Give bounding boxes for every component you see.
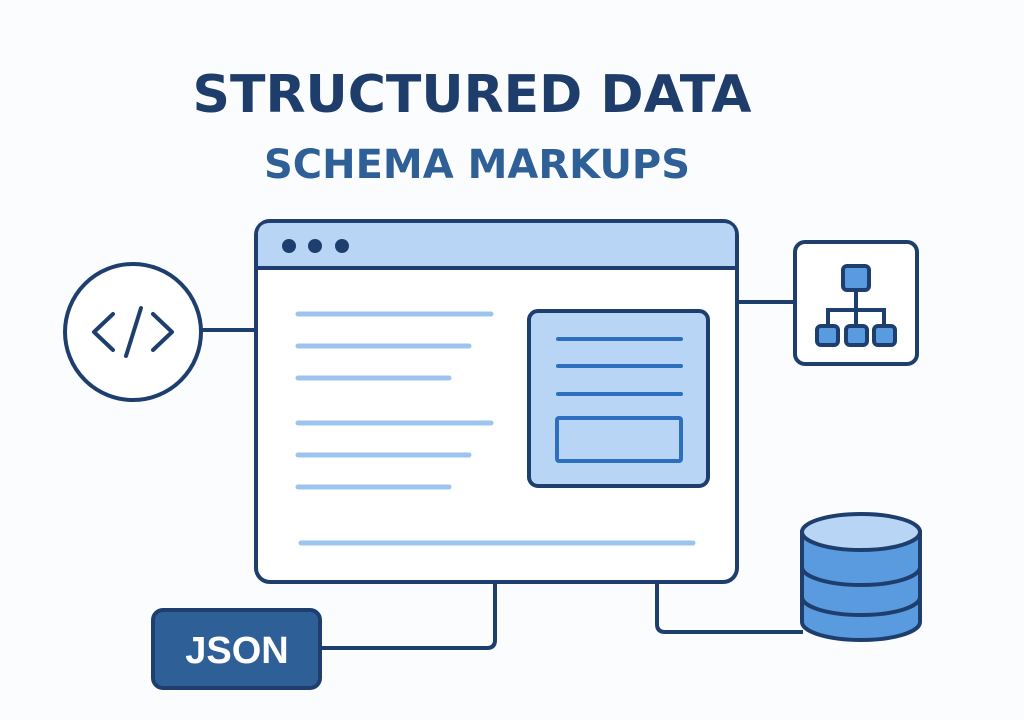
database-icon <box>800 512 922 642</box>
window-dot-icon <box>308 239 322 253</box>
page-subtitle: SCHEMA MARKUPS <box>264 142 690 188</box>
hierarchy-icon <box>793 240 919 366</box>
browser-titlebar <box>258 223 735 268</box>
json-label: JSON <box>185 630 288 672</box>
window-dot-icon <box>335 239 349 253</box>
connectors <box>201 300 803 650</box>
code-icon <box>63 262 203 402</box>
schema-card <box>527 309 710 488</box>
window-dot-icon <box>282 239 296 253</box>
text-placeholder-lines <box>295 311 696 546</box>
page-title: STRUCTURED DATA <box>193 65 752 125</box>
connector-database <box>655 582 803 634</box>
card-field <box>555 416 683 463</box>
connector-json <box>320 582 497 650</box>
json-badge: JSON <box>151 608 322 690</box>
browser-window <box>254 219 739 584</box>
